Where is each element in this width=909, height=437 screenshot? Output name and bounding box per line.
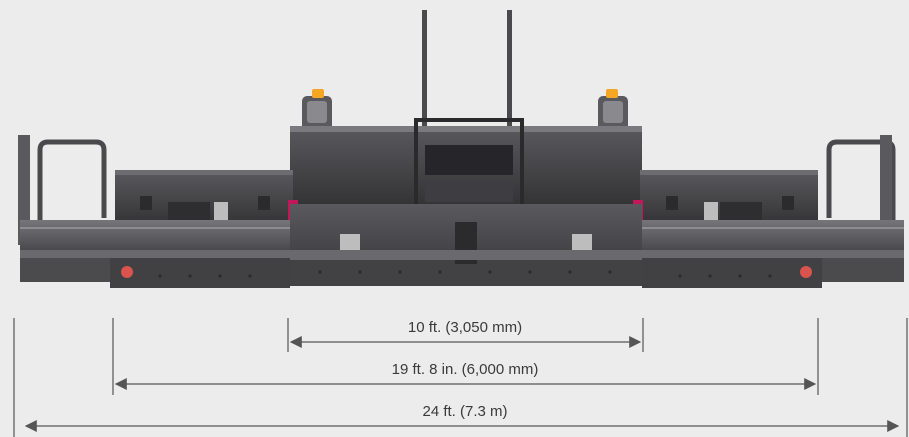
right-end-post [880, 135, 892, 245]
right-railing [826, 139, 896, 225]
dimension-label-10ft: 10 ft. (3,050 mm) [401, 319, 529, 337]
left-screed-extension [110, 258, 290, 288]
left-end-post [18, 135, 30, 245]
left-railing [37, 139, 107, 225]
dimension-label-24ft: 24 ft. (7.3 m) [416, 403, 514, 421]
left-red-light-icon [121, 266, 133, 278]
right-screed-extension [642, 258, 822, 288]
left-control-box [168, 202, 210, 222]
right-red-light-icon [800, 266, 812, 278]
paver-machine [18, 10, 904, 288]
dimension-label-19ft: 19 ft. 8 in. (6,000 mm) [385, 361, 545, 379]
bottom-rail [20, 250, 904, 260]
bolt-row [158, 270, 772, 278]
left-pole [422, 10, 427, 128]
right-pole [507, 10, 512, 128]
left-end-plate [20, 258, 110, 282]
left-walkway [20, 220, 300, 250]
right-control-box [720, 202, 762, 222]
right-walkway [632, 220, 904, 250]
dimension-lines [13, 318, 908, 437]
right-end-plate [822, 258, 904, 282]
